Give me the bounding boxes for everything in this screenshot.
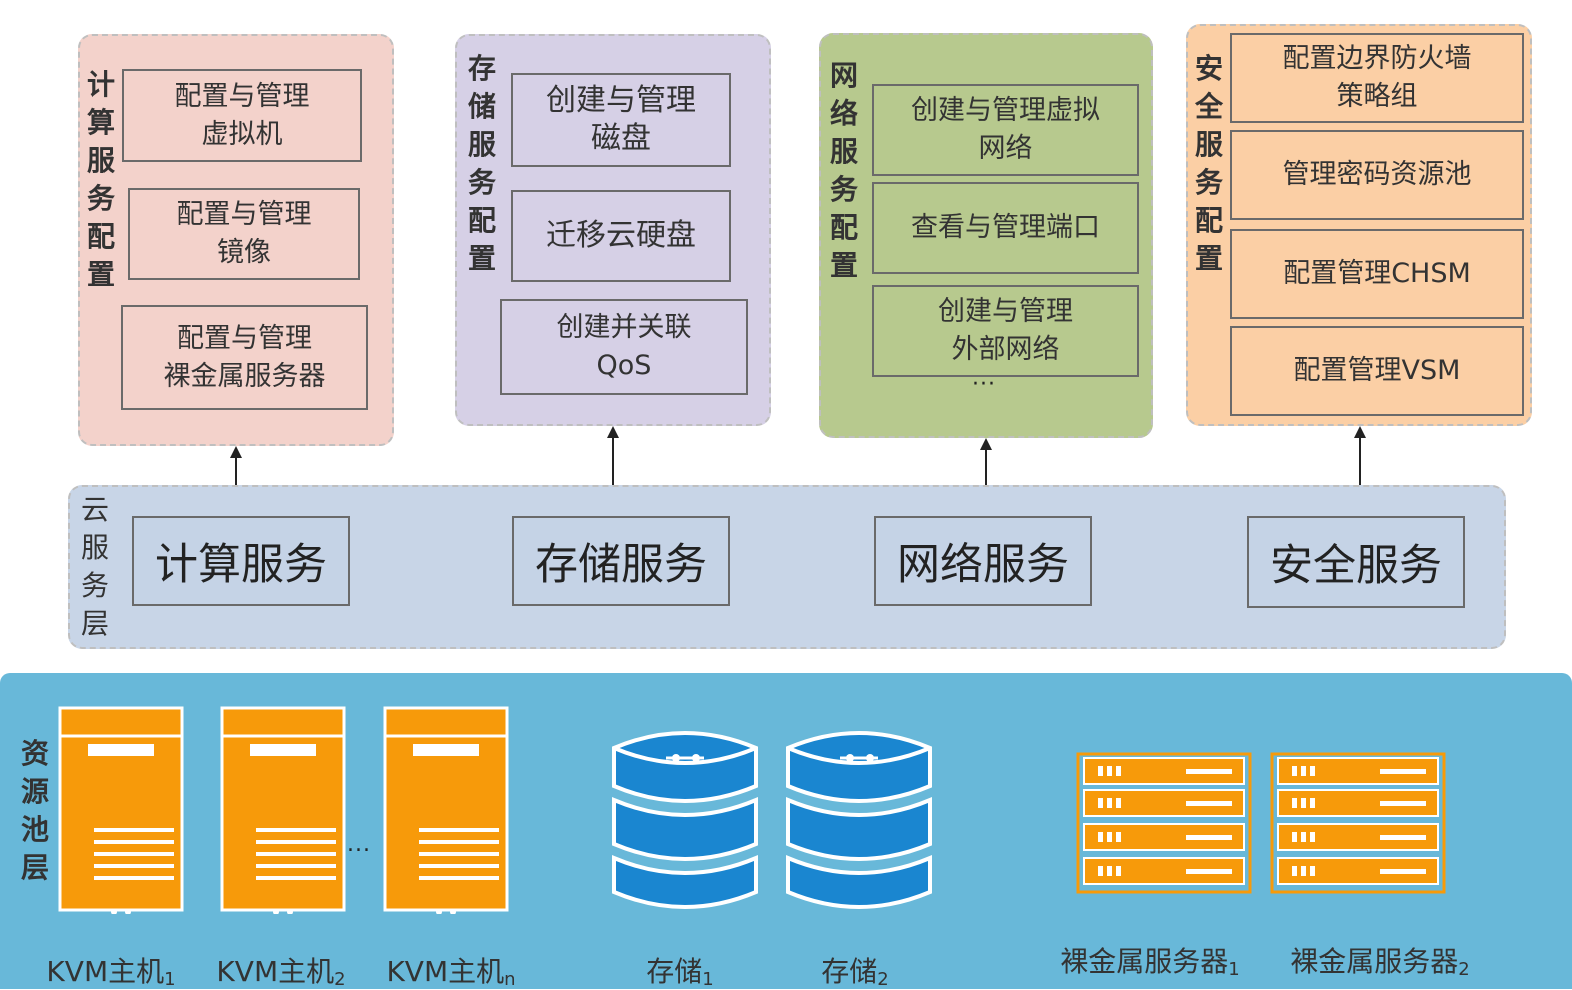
storage-1-sub: 1 [702, 969, 714, 990]
storage-2-icon [786, 731, 932, 909]
storage-config-title: 存储服务配置 [467, 52, 496, 275]
compute-service-box: 计算服务 [132, 516, 350, 606]
baremetal-2-caption: 裸金属服务器2 [1274, 940, 1486, 980]
storage-1-caption: 存储1 [620, 950, 740, 990]
network-service-box: 网络服务 [874, 516, 1092, 606]
arrow-compute-head [230, 446, 242, 458]
storage-service-box: 存储服务 [512, 516, 730, 606]
security-config-group: 安全服务配置 [1186, 24, 1532, 426]
security-item-vsm: 配置管理VSM [1230, 326, 1524, 416]
security-config-title: 安全服务配置 [1194, 52, 1223, 275]
kvm-host-n-name: KVM主机 [386, 955, 505, 988]
baremetal-1-sub: 1 [1228, 959, 1240, 980]
baremetal-2-sub: 2 [1458, 959, 1470, 980]
kvm-host-2-icon [220, 706, 346, 914]
kvm-host-n-icon [383, 706, 509, 914]
network-config-title: 网络服务配置 [829, 59, 858, 282]
security-service-box: 安全服务 [1247, 516, 1465, 608]
compute-config-group: 计算服务配置 [78, 34, 394, 446]
storage-2-caption: 存储2 [795, 950, 915, 990]
security-item-chsm: 配置管理CHSM [1230, 229, 1524, 319]
compute-item-vm: 配置与管理 虚拟机 [122, 69, 362, 162]
baremetal-1-name: 裸金属服务器 [1060, 945, 1229, 978]
arrow-network-line [985, 448, 987, 516]
compute-config-title: 计算服务配置 [86, 68, 115, 291]
arrow-security-head [1354, 426, 1366, 438]
kvm-host-1-sub: 1 [164, 969, 176, 990]
network-config-group: 网络服务配置 [819, 33, 1153, 438]
baremetal-1-caption: 裸金属服务器1 [1044, 940, 1256, 980]
baremetal-2-name: 裸金属服务器 [1290, 945, 1459, 978]
arrow-network-head [980, 438, 992, 450]
kvm-host-2-sub: 2 [334, 969, 346, 990]
network-item-vnet: 创建与管理虚拟 网络 [872, 84, 1139, 176]
kvm-more: ... [347, 832, 371, 857]
arrow-storage-line [612, 436, 614, 516]
network-item-extnet: 创建与管理 外部网络 [872, 285, 1139, 377]
arrow-security-line [1359, 436, 1361, 516]
service-layer-title: 云服务层 [80, 493, 109, 640]
kvm-host-2-name: KVM主机 [216, 955, 335, 988]
network-item-port: 查看与管理端口 [872, 182, 1139, 274]
arrow-storage-head [607, 426, 619, 438]
kvm-host-1-icon [58, 706, 184, 914]
security-item-firewall: 配置边界防火墙 策略组 [1230, 33, 1524, 123]
security-item-cipher-pool: 管理密码资源池 [1230, 130, 1524, 220]
baremetal-2-icon [1270, 752, 1446, 894]
kvm-host-n-sub: n [504, 969, 516, 990]
storage-item-disk: 创建与管理 磁盘 [511, 73, 731, 167]
storage-2-name: 存储 [821, 955, 878, 988]
storage-2-sub: 2 [877, 969, 889, 990]
kvm-host-1-name: KVM主机 [46, 955, 165, 988]
storage-item-qos: 创建并关联 QoS [500, 299, 748, 395]
resource-layer-title: 资源池层 [20, 737, 49, 884]
kvm-host-2-caption: KVM主机2 [206, 950, 356, 990]
compute-item-image: 配置与管理 镜像 [128, 188, 360, 280]
kvm-host-n-caption: KVM主机n [376, 950, 526, 990]
storage-1-icon [612, 731, 758, 909]
network-more: ··· [972, 372, 996, 397]
storage-config-group: 存储服务配置 [455, 34, 771, 426]
kvm-host-1-caption: KVM主机1 [36, 950, 186, 990]
compute-item-baremetal: 配置与管理 裸金属服务器 [121, 305, 368, 410]
storage-item-migrate: 迁移云硬盘 [511, 190, 731, 282]
baremetal-1-icon [1076, 752, 1252, 894]
storage-1-name: 存储 [646, 955, 703, 988]
